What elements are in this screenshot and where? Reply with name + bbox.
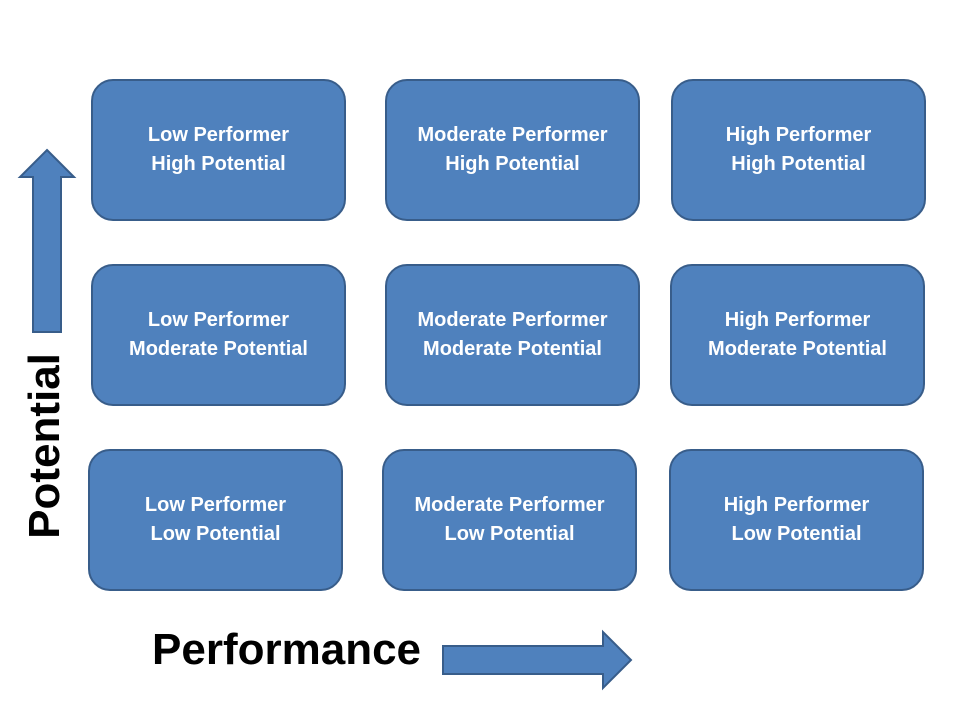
box-line-potential: Low Potential [731,523,862,545]
box-line-performer: Moderate Performer [417,124,608,146]
potential-axis-label: Potential [20,353,69,539]
box-line-potential: Low Potential [444,523,575,545]
box-line-potential: Moderate Potential [708,338,887,360]
box-line-performer: Moderate Performer [414,494,605,516]
box-line-performer: Low Performer [144,494,287,516]
box-line-potential: High Potential [151,153,286,175]
low-performer-low-potential-box: Low Performer Low Potential [88,449,343,591]
high-performer-low-potential-box: High Performer Low Potential [669,449,924,591]
box-line-potential: Low Potential [150,523,281,545]
box-line-performer: High Performer [723,494,870,516]
box-line-potential: High Potential [731,153,866,175]
low-performer-moderate-potential-box: Low Performer Moderate Potential [91,264,346,406]
box-line-performer: Low Performer [147,309,290,331]
box-line-performer: Low Performer [147,124,290,146]
potential-up-arrow [17,148,77,333]
moderate-performer-high-potential-box: Moderate Performer High Potential [385,79,640,221]
box-line-potential: High Potential [445,153,580,175]
high-performer-moderate-potential-box: High Performer Moderate Potential [670,264,925,406]
low-performer-high-potential-box: Low Performer High Potential [91,79,346,221]
performance-right-arrow [442,629,633,691]
box-line-performer: High Performer [725,124,872,146]
box-line-performer: Moderate Performer [417,309,608,331]
performance-axis-label: Performance [152,625,422,674]
moderate-performer-moderate-potential-box: Moderate Performer Moderate Potential [385,264,640,406]
box-line-potential: Moderate Potential [423,338,602,360]
box-line-potential: Moderate Potential [129,338,308,360]
high-performer-high-potential-box: High Performer High Potential [671,79,926,221]
box-line-performer: High Performer [724,309,871,331]
moderate-performer-low-potential-box: Moderate Performer Low Potential [382,449,637,591]
